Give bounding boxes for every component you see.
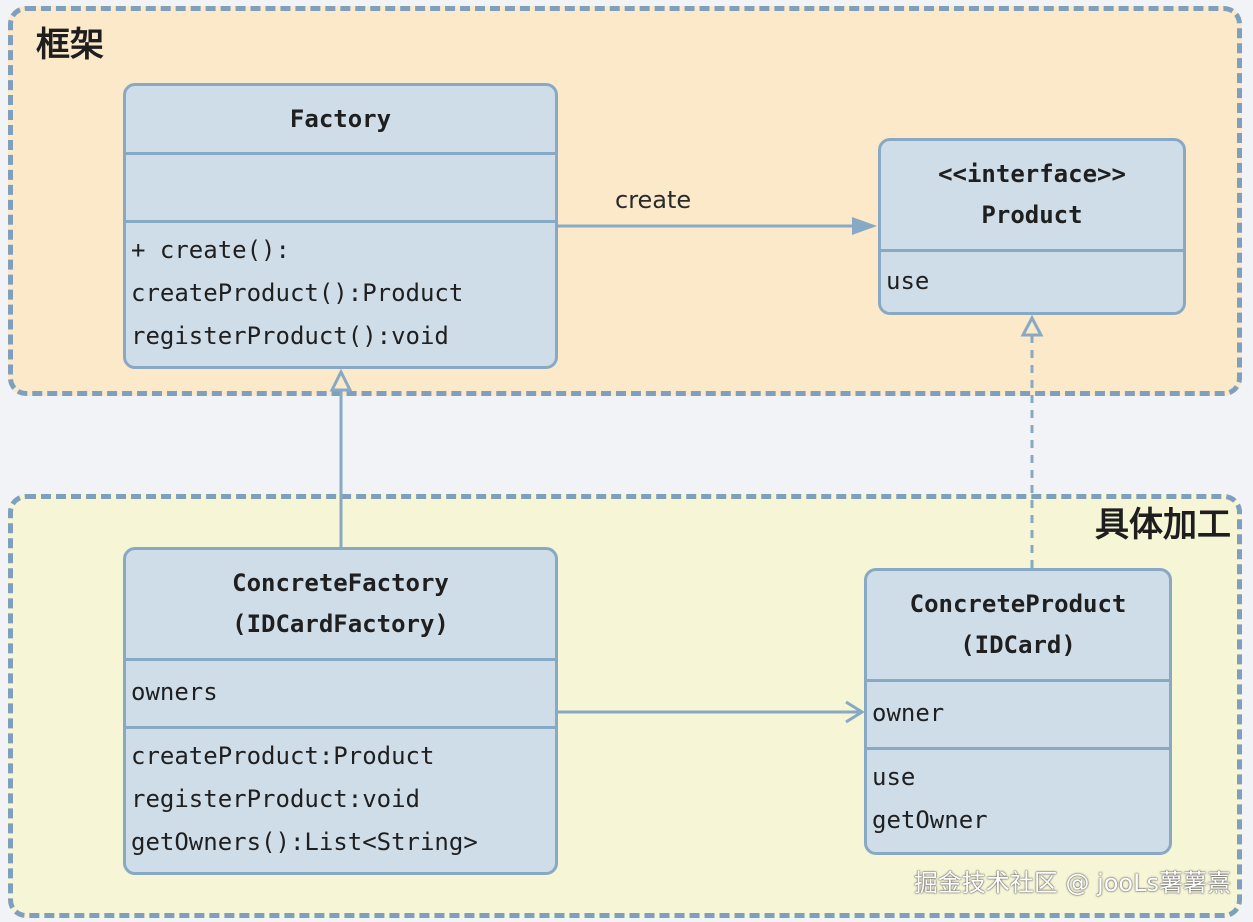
concrete-product-header: ConcreteProduct (IDCard)	[867, 571, 1169, 679]
realization-triangle	[1020, 314, 1044, 337]
concrete-factory-method: registerProduct:void	[131, 785, 420, 813]
concrete-product-methods: use getOwner	[867, 747, 1169, 852]
factory-class-name: Factory	[289, 104, 392, 133]
generalization-triangle	[329, 368, 353, 392]
create-arrowhead	[852, 217, 877, 235]
factory-attributes	[126, 152, 555, 220]
concrete-factory-attribute: owners	[131, 678, 218, 706]
product-stereotype: <<interface>>	[938, 160, 1126, 188]
concrete-factory-header: ConcreteFactory (IDCardFactory)	[126, 550, 555, 658]
concrete-factory-name: ConcreteFactory	[232, 569, 449, 597]
concrete-product-method: getOwner	[872, 806, 988, 834]
concrete-product-attribute: owner	[872, 699, 945, 727]
product-method: use	[886, 267, 930, 295]
concrete-product-alias: (IDCard)	[960, 631, 1076, 659]
factory-method: registerProduct():void	[131, 322, 449, 350]
concrete-factory-attributes: owners	[126, 658, 555, 726]
concrete-product-class[interactable]: ConcreteProduct (IDCard) owner use getOw…	[864, 568, 1172, 855]
product-interface-header: <<interface>> Product	[881, 141, 1183, 249]
create-relation-label: create	[615, 186, 692, 214]
factory-method: + create():	[131, 236, 290, 264]
concrete-product-method: use	[872, 763, 916, 791]
concrete-product-attributes: owner	[867, 679, 1169, 747]
factory-methods: + create(): createProduct():Product regi…	[126, 220, 555, 366]
factory-method: createProduct():Product	[131, 279, 464, 307]
concrete-factory-alias: (IDCardFactory)	[232, 610, 449, 638]
concrete-factory-method: getOwners():List<String>	[131, 828, 478, 856]
concrete-product-name: ConcreteProduct	[909, 590, 1127, 618]
concrete-group-title: 具体加工	[1095, 505, 1231, 545]
watermark: 掘金技术社区 @ jooLs薯薯熹	[913, 869, 1231, 897]
concrete-factory-method: createProduct:Product	[131, 742, 435, 770]
factory-class[interactable]: Factory + create(): createProduct():Prod…	[123, 83, 558, 369]
product-interface[interactable]: <<interface>> Product use	[878, 138, 1186, 315]
product-interface-name: Product	[981, 201, 1083, 229]
product-methods: use	[881, 249, 1183, 312]
association-arrowhead	[845, 700, 865, 724]
concrete-factory-class[interactable]: ConcreteFactory (IDCardFactory) owners c…	[123, 547, 558, 875]
framework-group-title: 框架	[36, 25, 104, 65]
concrete-factory-methods: createProduct:Product registerProduct:vo…	[126, 726, 555, 872]
